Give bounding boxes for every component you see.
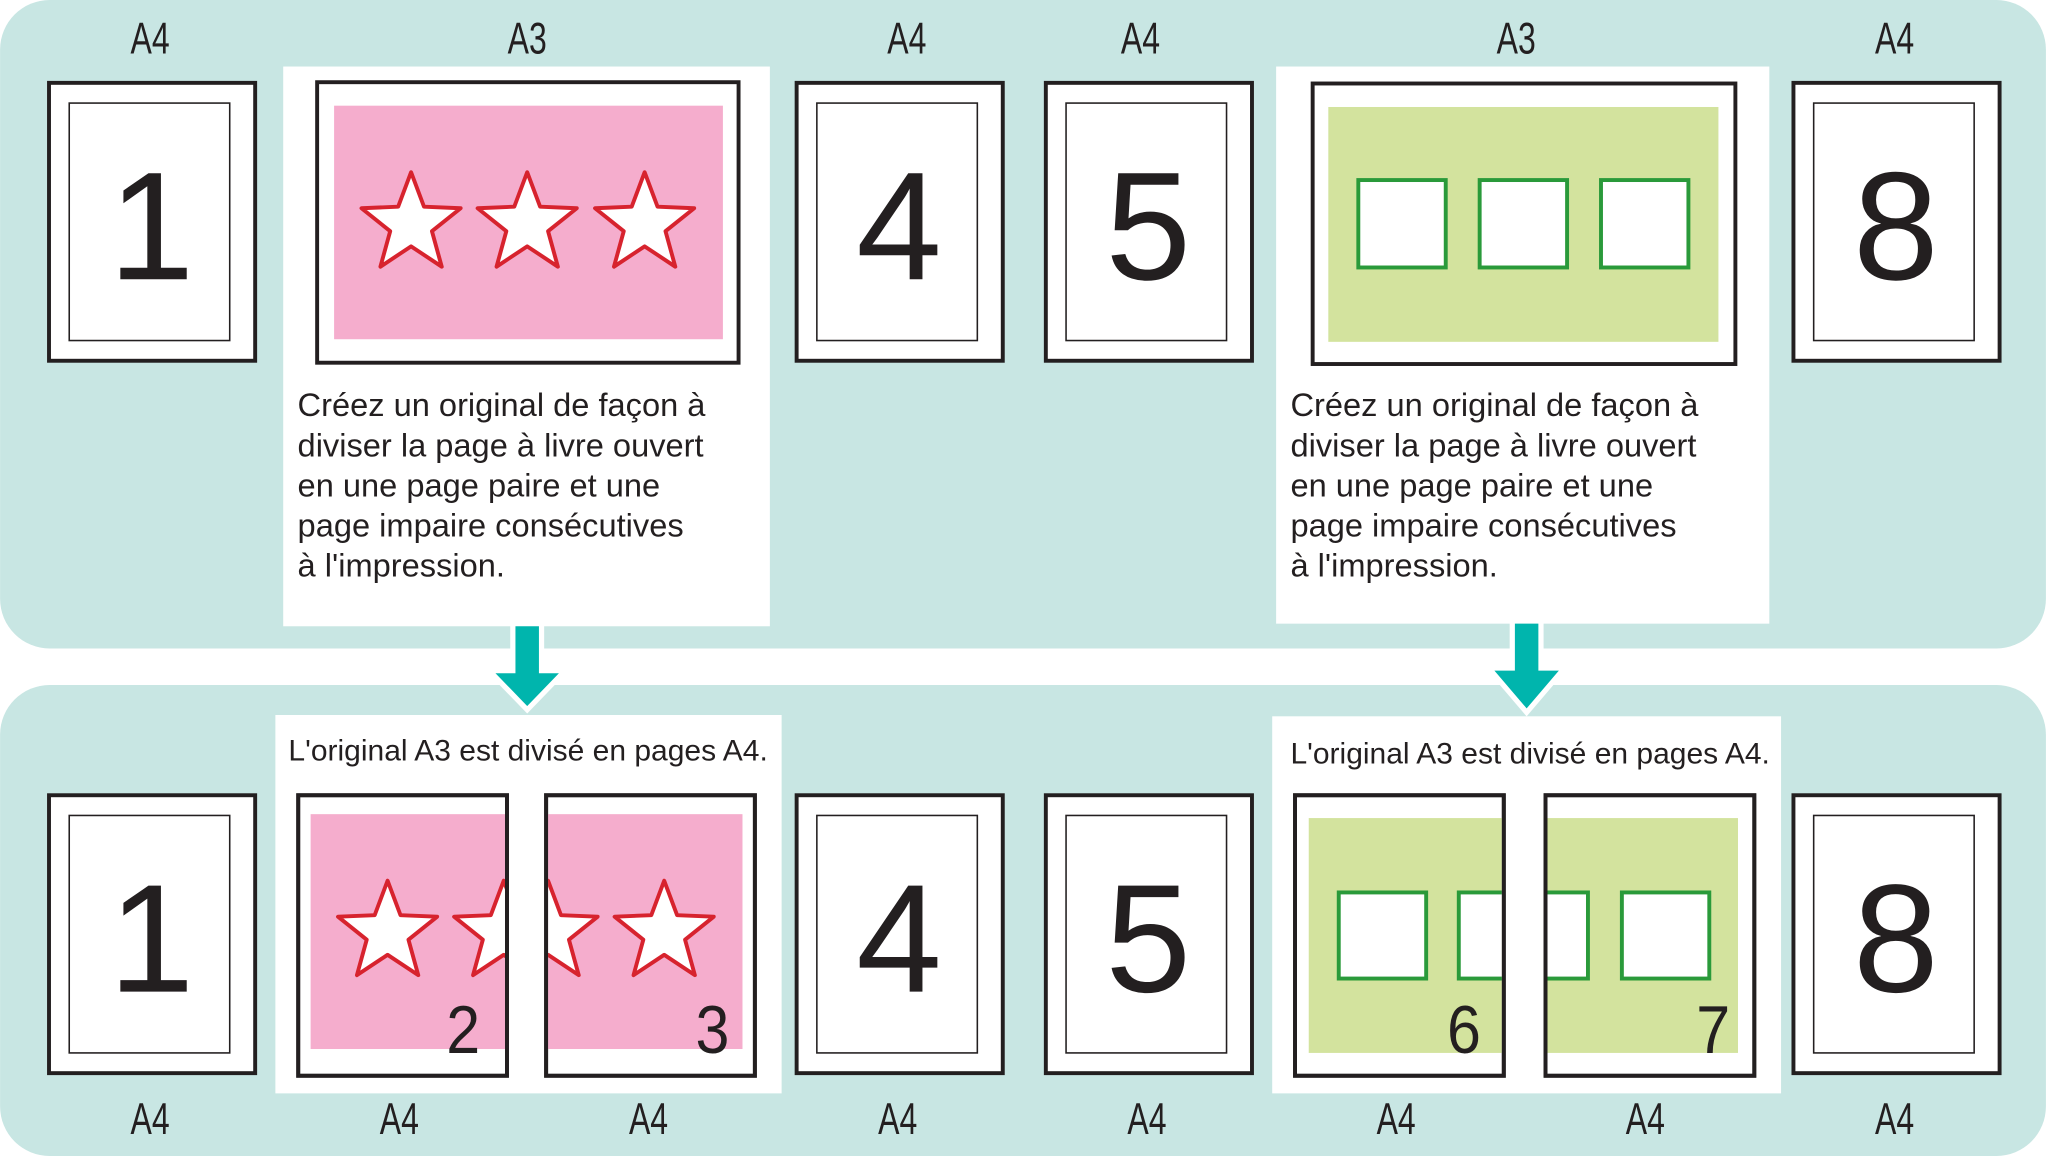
bottom-page-1-margin [68, 814, 231, 1054]
bottom-page-1-number: 1 [109, 853, 195, 1025]
square-icon [1619, 890, 1712, 981]
bottom-page-5-sheet [1043, 793, 1254, 1076]
top-page-8-margin [1812, 102, 1975, 342]
top-page-8-number: 8 [1853, 140, 1939, 312]
arrow-shape [483, 621, 572, 714]
top-page-5-sheet [1043, 80, 1254, 363]
bottom-page-5-margin [1065, 814, 1228, 1054]
bottom-page-8-number: 8 [1853, 853, 1939, 1025]
paper-size-label: A4 [1121, 14, 1160, 63]
bottom-page-4-margin [816, 814, 979, 1054]
page-6-border [1293, 793, 1506, 1078]
star-icon [475, 170, 579, 269]
star-icon [593, 170, 697, 269]
description-line: à l'impression. [1290, 546, 1497, 583]
arrow-shape [1483, 618, 1571, 717]
top-page-8-sheet [1791, 80, 2002, 363]
page-6-content [1308, 818, 1502, 1053]
top-page-4-sheet [794, 80, 1005, 363]
page-3-number: 3 [696, 993, 730, 1068]
paper-size-label: A4 [887, 14, 926, 63]
top-page-1-sheet [47, 80, 258, 363]
description-line: à l'impression. [298, 546, 505, 583]
description-line: en une page paire et une [298, 466, 661, 503]
paper-size-label: A3 [508, 14, 547, 63]
square-icon [1477, 178, 1570, 270]
paper-size-label: A4 [629, 1095, 668, 1144]
description-line: diviser la page à livre ouvert [1290, 426, 1696, 463]
bottom-page-4-sheet [794, 793, 1005, 1076]
description-line: diviser la page à livre ouvert [298, 426, 704, 463]
star-icon [548, 878, 600, 978]
bottom-page-8-margin [1812, 814, 1975, 1054]
paper-size-label: A4 [878, 1095, 917, 1144]
bottom-page-4-number: 4 [856, 853, 942, 1025]
description-line: page impaire consécutives [298, 506, 684, 543]
square-icon [1336, 890, 1429, 981]
star-icon [359, 170, 463, 269]
bottom-page-5-number: 5 [1105, 853, 1191, 1025]
top-page-5-number: 5 [1105, 140, 1191, 312]
square-icon [1356, 178, 1448, 270]
description-line: Créez un original de façon à [1290, 386, 1699, 423]
page-7-content [1547, 818, 1738, 1053]
arrow-down-icon [483, 621, 572, 714]
paper-size-label: A4 [1377, 1095, 1416, 1144]
paper-size-label: A3 [1497, 14, 1536, 63]
arrow-down-icon [1483, 618, 1571, 717]
square-icon [1456, 890, 1502, 981]
star-icon [452, 878, 506, 978]
bottom-page-8-sheet [1791, 793, 2002, 1076]
top-page-5-margin [1065, 102, 1228, 342]
top-page-1-margin [68, 102, 231, 342]
star-icon [612, 878, 716, 978]
square-icon [1547, 890, 1590, 981]
page-2-number: 2 [446, 993, 480, 1068]
split-note: L'original A3 est divisé en pages A4. [1290, 737, 1769, 770]
paper-size-label: A4 [1626, 1095, 1665, 1144]
paper-size-label: A4 [1127, 1095, 1166, 1144]
description-line: Créez un original de façon à [298, 386, 707, 423]
page-2-border [296, 793, 509, 1078]
top-page-1-number: 1 [109, 140, 195, 312]
star-icon [336, 878, 440, 978]
description-line: page impaire consécutives [1290, 506, 1676, 543]
paper-size-label: A4 [131, 14, 170, 63]
square-icon [1599, 178, 1691, 270]
page-3-content [548, 814, 743, 1050]
page-7-number: 7 [1696, 993, 1730, 1068]
top-page-4-number: 4 [856, 140, 942, 312]
bottom-page-1-sheet [47, 793, 258, 1076]
top-page-4-margin [816, 102, 979, 342]
page-2-content [310, 814, 506, 1050]
split-note: L'original A3 est divisé en pages A4. [288, 735, 767, 768]
paper-size-label: A4 [1875, 14, 1914, 63]
page-7-border [1543, 793, 1757, 1078]
paper-size-label: A4 [380, 1095, 419, 1144]
paper-size-label: A4 [1875, 1095, 1914, 1144]
description-line: en une page paire et une [1290, 466, 1653, 503]
page-3-border [544, 793, 757, 1078]
page-6-number: 6 [1447, 993, 1481, 1068]
paper-size-label: A4 [131, 1095, 170, 1144]
